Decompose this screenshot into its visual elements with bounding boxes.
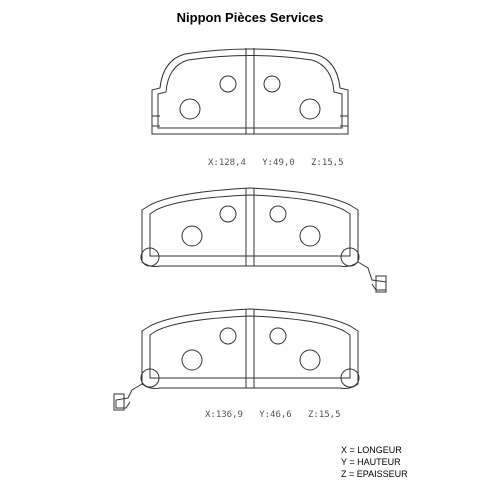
pad-1-hole-right — [299, 98, 321, 120]
dim-z: Z:15,5 — [310, 158, 344, 168]
legend-z: Z = EPAISSEUR — [341, 469, 408, 479]
dim-y: Y:46,6 — [259, 410, 292, 420]
pad-2-hole-right — [299, 225, 321, 247]
legend-y: Y = HAUTEUR — [341, 457, 401, 467]
pad-3-outline — [141, 308, 359, 389]
wear-sensor-bottom — [115, 383, 143, 409]
page-title: Nippon Pièces Services — [176, 10, 324, 25]
pad-1-outline — [151, 48, 349, 135]
pad-2-hole-left — [181, 225, 203, 247]
dim-x: X:136,9 — [205, 410, 243, 420]
pad-3-hole-left — [181, 349, 203, 371]
brake-pad-2 — [140, 187, 387, 293]
dimensions-pad-1: X:128,4 Y:49,0 Z:15,5 — [208, 158, 344, 168]
brake-pad-3 — [113, 308, 360, 411]
dim-z: Z:15,5 — [307, 410, 341, 420]
brake-pad-1 — [151, 48, 349, 135]
pad-3-ear-right — [340, 368, 360, 388]
dim-y: Y:49,0 — [262, 158, 295, 168]
dimension-legend: X = LONGEUR Y = HAUTEUR Z = EPAISSEUR — [341, 444, 408, 480]
pad-1-hole-left — [179, 98, 201, 120]
dim-x: X:128,4 — [208, 158, 246, 168]
dimensions-pad-3: X:136,9 Y:46,6 Z:15,5 — [205, 410, 341, 420]
pad-3-ear-left — [140, 368, 160, 388]
pad-2-outline — [141, 187, 359, 267]
pad-3-hole-right — [299, 349, 321, 371]
legend-x: X = LONGEUR — [341, 445, 402, 455]
pad-2-ear-right — [340, 247, 360, 267]
pad-2-ear-left — [140, 247, 160, 267]
